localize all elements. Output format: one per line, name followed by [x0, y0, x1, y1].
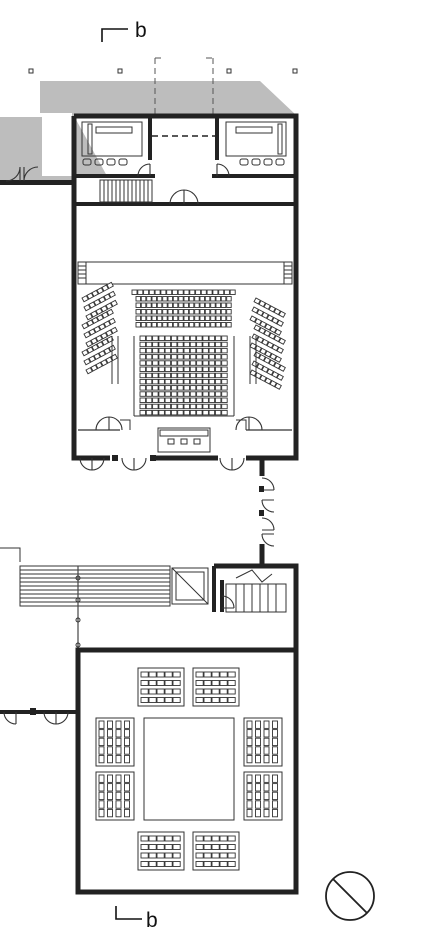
- seat-row: [139, 335, 228, 341]
- auditorium-right-wing-seating: [249, 297, 286, 390]
- hall-seat-block: [137, 831, 185, 871]
- exterior-stairs: [0, 547, 171, 648]
- auditorium-left-wing-seating: [81, 281, 119, 384]
- seat-row: [85, 326, 118, 348]
- seat-row: [195, 688, 236, 695]
- seat-row: [139, 378, 228, 385]
- seat-row: [195, 671, 236, 678]
- left-entrance-doors: [0, 166, 72, 185]
- seat-row: [81, 308, 114, 330]
- seat-row: [249, 369, 282, 390]
- connector-corridor: [259, 458, 275, 566]
- seat-row: [253, 297, 286, 318]
- auditorium-front-seating: [131, 289, 236, 328]
- seat-row: [135, 296, 232, 302]
- seat-row: [139, 354, 228, 360]
- seat-row: [140, 688, 181, 695]
- seat-row: [139, 403, 228, 410]
- seat-row: [253, 351, 286, 372]
- seat-row: [251, 306, 284, 327]
- seat-row: [135, 309, 232, 315]
- seat-row: [251, 333, 284, 354]
- auditorium-building: [71, 113, 299, 471]
- hall-seat-block: [243, 717, 283, 767]
- seat-row: [195, 861, 236, 867]
- lobby-stair: [99, 179, 153, 203]
- seat-row: [81, 281, 114, 303]
- seat-row: [139, 347, 228, 354]
- seat-row: [139, 409, 228, 416]
- seat-row: [140, 697, 181, 703]
- hall-seat-block: [137, 667, 185, 707]
- seat-row: [139, 385, 228, 391]
- seat-row: [81, 335, 114, 357]
- hall-seat-block: [192, 831, 240, 871]
- seat-row: [140, 861, 181, 867]
- exhibition-hall-seating: [95, 667, 283, 871]
- seat-row: [253, 324, 286, 345]
- wing-edge: [111, 336, 119, 384]
- column-markers: [28, 68, 298, 74]
- elevator-and-stair-core: [171, 563, 299, 648]
- section-marker-top: b: [101, 19, 147, 42]
- seat-row: [195, 844, 236, 850]
- seat-row: [139, 391, 228, 397]
- north-arrow-icon: [325, 871, 375, 921]
- seat-row: [140, 835, 181, 842]
- aisle-rail: [133, 336, 235, 417]
- seat-row: [195, 835, 236, 842]
- seat-row: [195, 680, 236, 686]
- seat-row: [85, 353, 118, 375]
- auditorium-exit-doors: [79, 455, 245, 471]
- hall-seat-block: [243, 771, 283, 821]
- seat-row: [135, 315, 232, 321]
- seat-row: [135, 302, 232, 308]
- seat-row: [140, 680, 181, 686]
- section-label-bottom: b: [146, 909, 158, 932]
- seat-row: [195, 852, 236, 859]
- seat-row: [139, 397, 228, 403]
- hall-seat-block: [95, 717, 135, 767]
- seat-row: [139, 366, 228, 372]
- seat-row: [249, 342, 282, 363]
- exhibition-hall-building: [0, 647, 299, 895]
- seat-row: [249, 315, 282, 336]
- seat-row: [83, 317, 116, 339]
- hall-seat-block: [192, 667, 240, 707]
- auditorium-center-seating: [133, 335, 235, 417]
- seat-row: [140, 671, 181, 678]
- seat-row: [83, 290, 116, 312]
- section-label-top: b: [135, 19, 147, 42]
- seat-row: [139, 360, 228, 366]
- hall-seat-block: [95, 771, 135, 821]
- seat-row: [140, 844, 181, 850]
- seat-row: [195, 697, 236, 703]
- seat-row: [131, 289, 236, 295]
- auditorium-rear-doors: [78, 416, 292, 453]
- seat-row: [135, 322, 232, 328]
- seat-row: [139, 372, 228, 379]
- seat-row: [85, 299, 118, 321]
- section-marker-bottom: b: [115, 906, 158, 932]
- wing-edge: [249, 336, 257, 384]
- seat-row: [251, 360, 284, 381]
- seat-row: [140, 852, 181, 859]
- seat-row: [139, 341, 228, 348]
